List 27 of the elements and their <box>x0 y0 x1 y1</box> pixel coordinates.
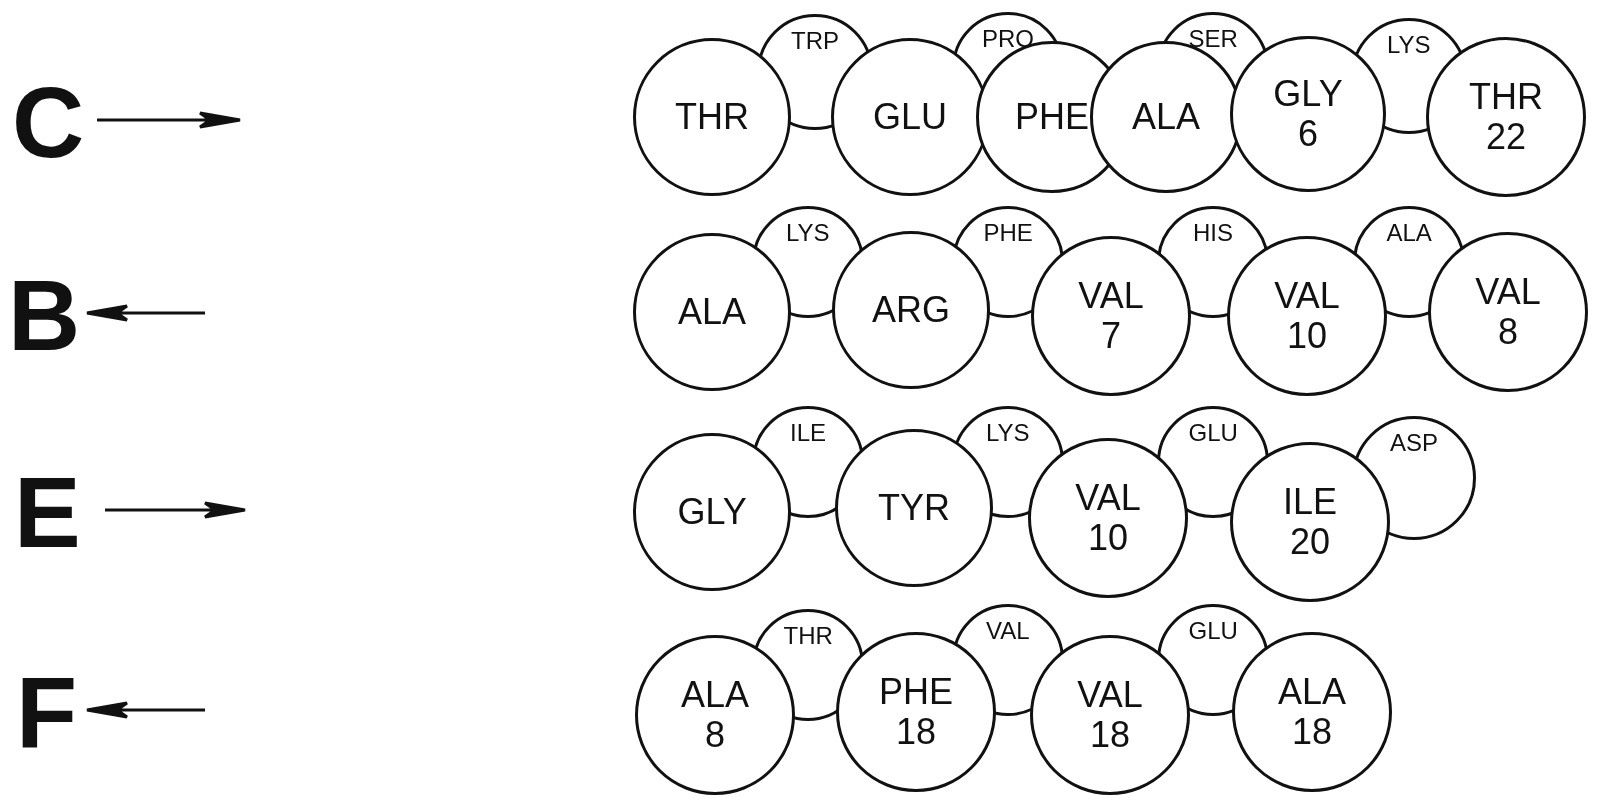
residue-label: PHE <box>983 220 1033 246</box>
residue-label: LYS <box>986 420 1030 446</box>
residue-label: ALA <box>678 292 747 332</box>
residue-label: GLU <box>1188 618 1238 644</box>
residue-label: THR <box>783 623 833 649</box>
residue-label: ALA <box>1132 97 1201 137</box>
residue-label: ILE <box>790 420 827 446</box>
strand-label: C <box>12 72 85 172</box>
residue-label: SER <box>1188 26 1238 52</box>
strand-label: E <box>14 462 81 562</box>
residue-label: PRO <box>982 26 1034 52</box>
residue-label: TRP <box>791 28 839 54</box>
residue-label: GLU <box>1188 420 1238 446</box>
residue-label: ASP <box>1390 430 1439 456</box>
residue-label: GLY <box>677 492 747 532</box>
residue-label: TYR <box>878 488 950 528</box>
strand-label: F <box>16 662 78 762</box>
residue-label: ARG <box>872 290 950 330</box>
residue-label: HIS <box>1193 220 1233 246</box>
residue-label: GLU <box>873 97 948 137</box>
residue-label: PHE <box>1015 97 1090 137</box>
residue-label: VAL <box>986 618 1030 644</box>
residue-label: ALA <box>1386 220 1432 246</box>
residue-label: LYS <box>1387 32 1431 58</box>
strand-label: B <box>8 265 81 365</box>
residue-label: LYS <box>786 220 830 246</box>
residue-label: THR <box>675 97 749 137</box>
